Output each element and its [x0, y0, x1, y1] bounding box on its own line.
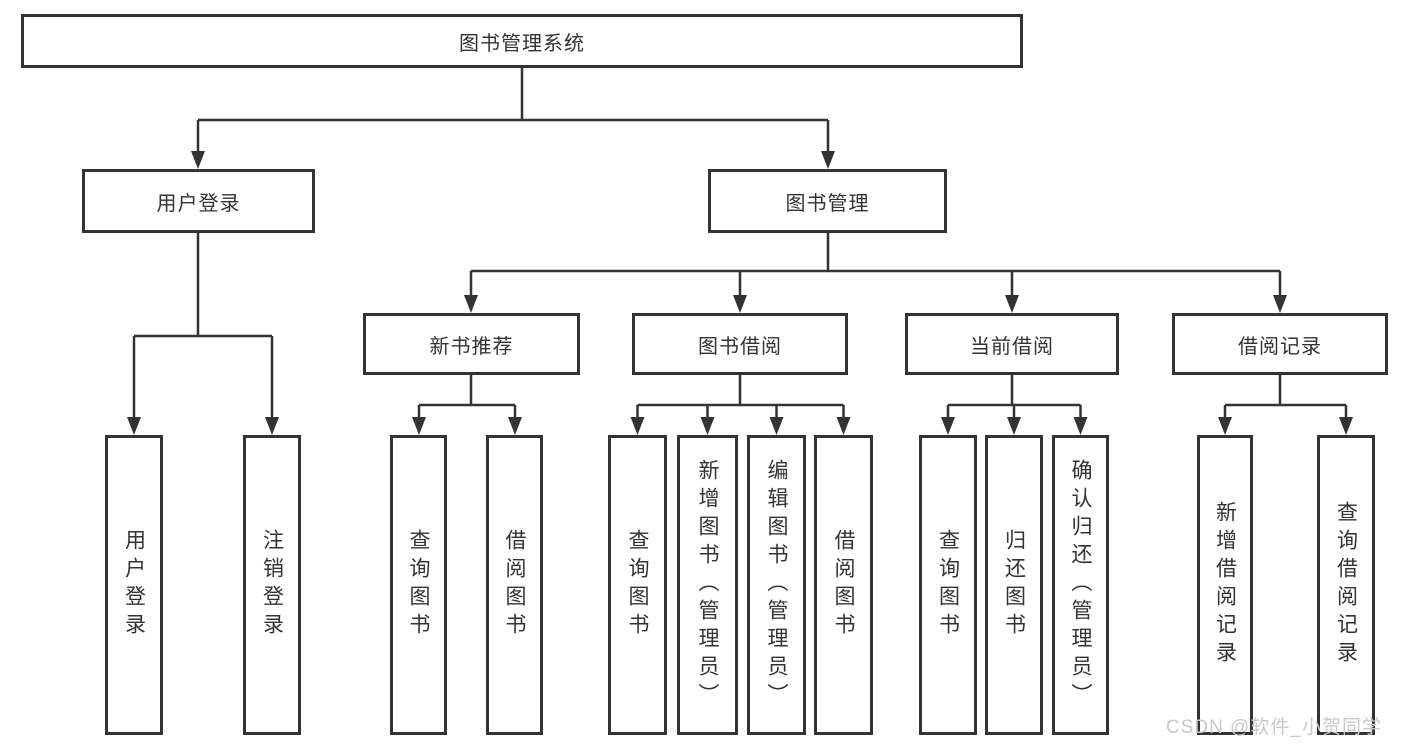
leaf-logout: 注销登录 [243, 435, 301, 735]
node-borrow-records: 借阅记录 [1172, 313, 1388, 375]
leaf-return-book: 归还图书 [985, 435, 1043, 735]
leaf-query-borrow-record: 查询借阅记录 [1317, 435, 1375, 735]
node-label: 用户登录 [122, 529, 146, 641]
node-label: 查询图书 [936, 529, 960, 641]
node-label: 图书管理 [785, 192, 870, 215]
connector-new-book-recommend-children [412, 375, 522, 435]
leaf-query-books-current: 查询图书 [919, 435, 977, 735]
connector-borrow-records-children [1218, 375, 1353, 435]
connector-book-borrow-children [630, 375, 851, 435]
node-label: 用户登录 [156, 192, 241, 215]
leaf-user-login: 用户登录 [105, 435, 163, 735]
leaf-borrow-books-recommend: 借阅图书 [486, 435, 543, 735]
leaf-query-books-recommend: 查询图书 [390, 435, 447, 735]
leaf-edit-book-admin: 编辑图书（管理员） [747, 435, 806, 735]
connector-user-login-children [127, 233, 279, 435]
node-label: 确认归还（管理员） [1069, 459, 1092, 711]
leaf-add-borrow-record: 新增借阅记录 [1197, 435, 1253, 735]
connector-current-borrow-children [941, 375, 1088, 435]
node-user-login: 用户登录 [82, 169, 315, 233]
node-current-borrow: 当前借阅 [905, 313, 1119, 375]
node-label: 新书推荐 [429, 335, 514, 358]
node-new-book-recommend: 新书推荐 [363, 313, 580, 375]
node-label: 图书管理系统 [459, 32, 585, 55]
node-label: 借阅记录 [1238, 335, 1322, 358]
leaf-add-book-admin: 新增图书（管理员） [677, 435, 738, 735]
node-label: 查询图书 [407, 529, 430, 641]
node-book-management: 图书管理 [708, 169, 947, 233]
node-label: 查询图书 [626, 529, 649, 641]
node-label: 编辑图书（管理员） [765, 459, 788, 711]
node-label: 新增图书（管理员） [696, 459, 719, 711]
node-label: 图书借阅 [698, 335, 782, 358]
node-label: 借阅图书 [503, 529, 526, 641]
connector-book-management-children [464, 233, 1287, 313]
node-label: 注销登录 [260, 529, 284, 641]
node-system-root: 图书管理系统 [21, 14, 1023, 68]
leaf-query-books-borrow: 查询图书 [608, 435, 667, 735]
node-label: 当前借阅 [970, 335, 1054, 358]
connector-root-to-level2 [191, 68, 835, 169]
node-label: 查询借阅记录 [1334, 501, 1358, 669]
node-book-borrow: 图书借阅 [632, 313, 848, 375]
node-label: 归还图书 [1002, 529, 1026, 641]
node-label: 新增借阅记录 [1213, 501, 1237, 669]
leaf-borrow-books: 借阅图书 [814, 435, 873, 735]
node-label: 借阅图书 [832, 529, 855, 641]
leaf-confirm-return-admin: 确认归还（管理员） [1052, 435, 1109, 735]
watermark: CSDN @软件_小贺同学 [1166, 717, 1382, 738]
